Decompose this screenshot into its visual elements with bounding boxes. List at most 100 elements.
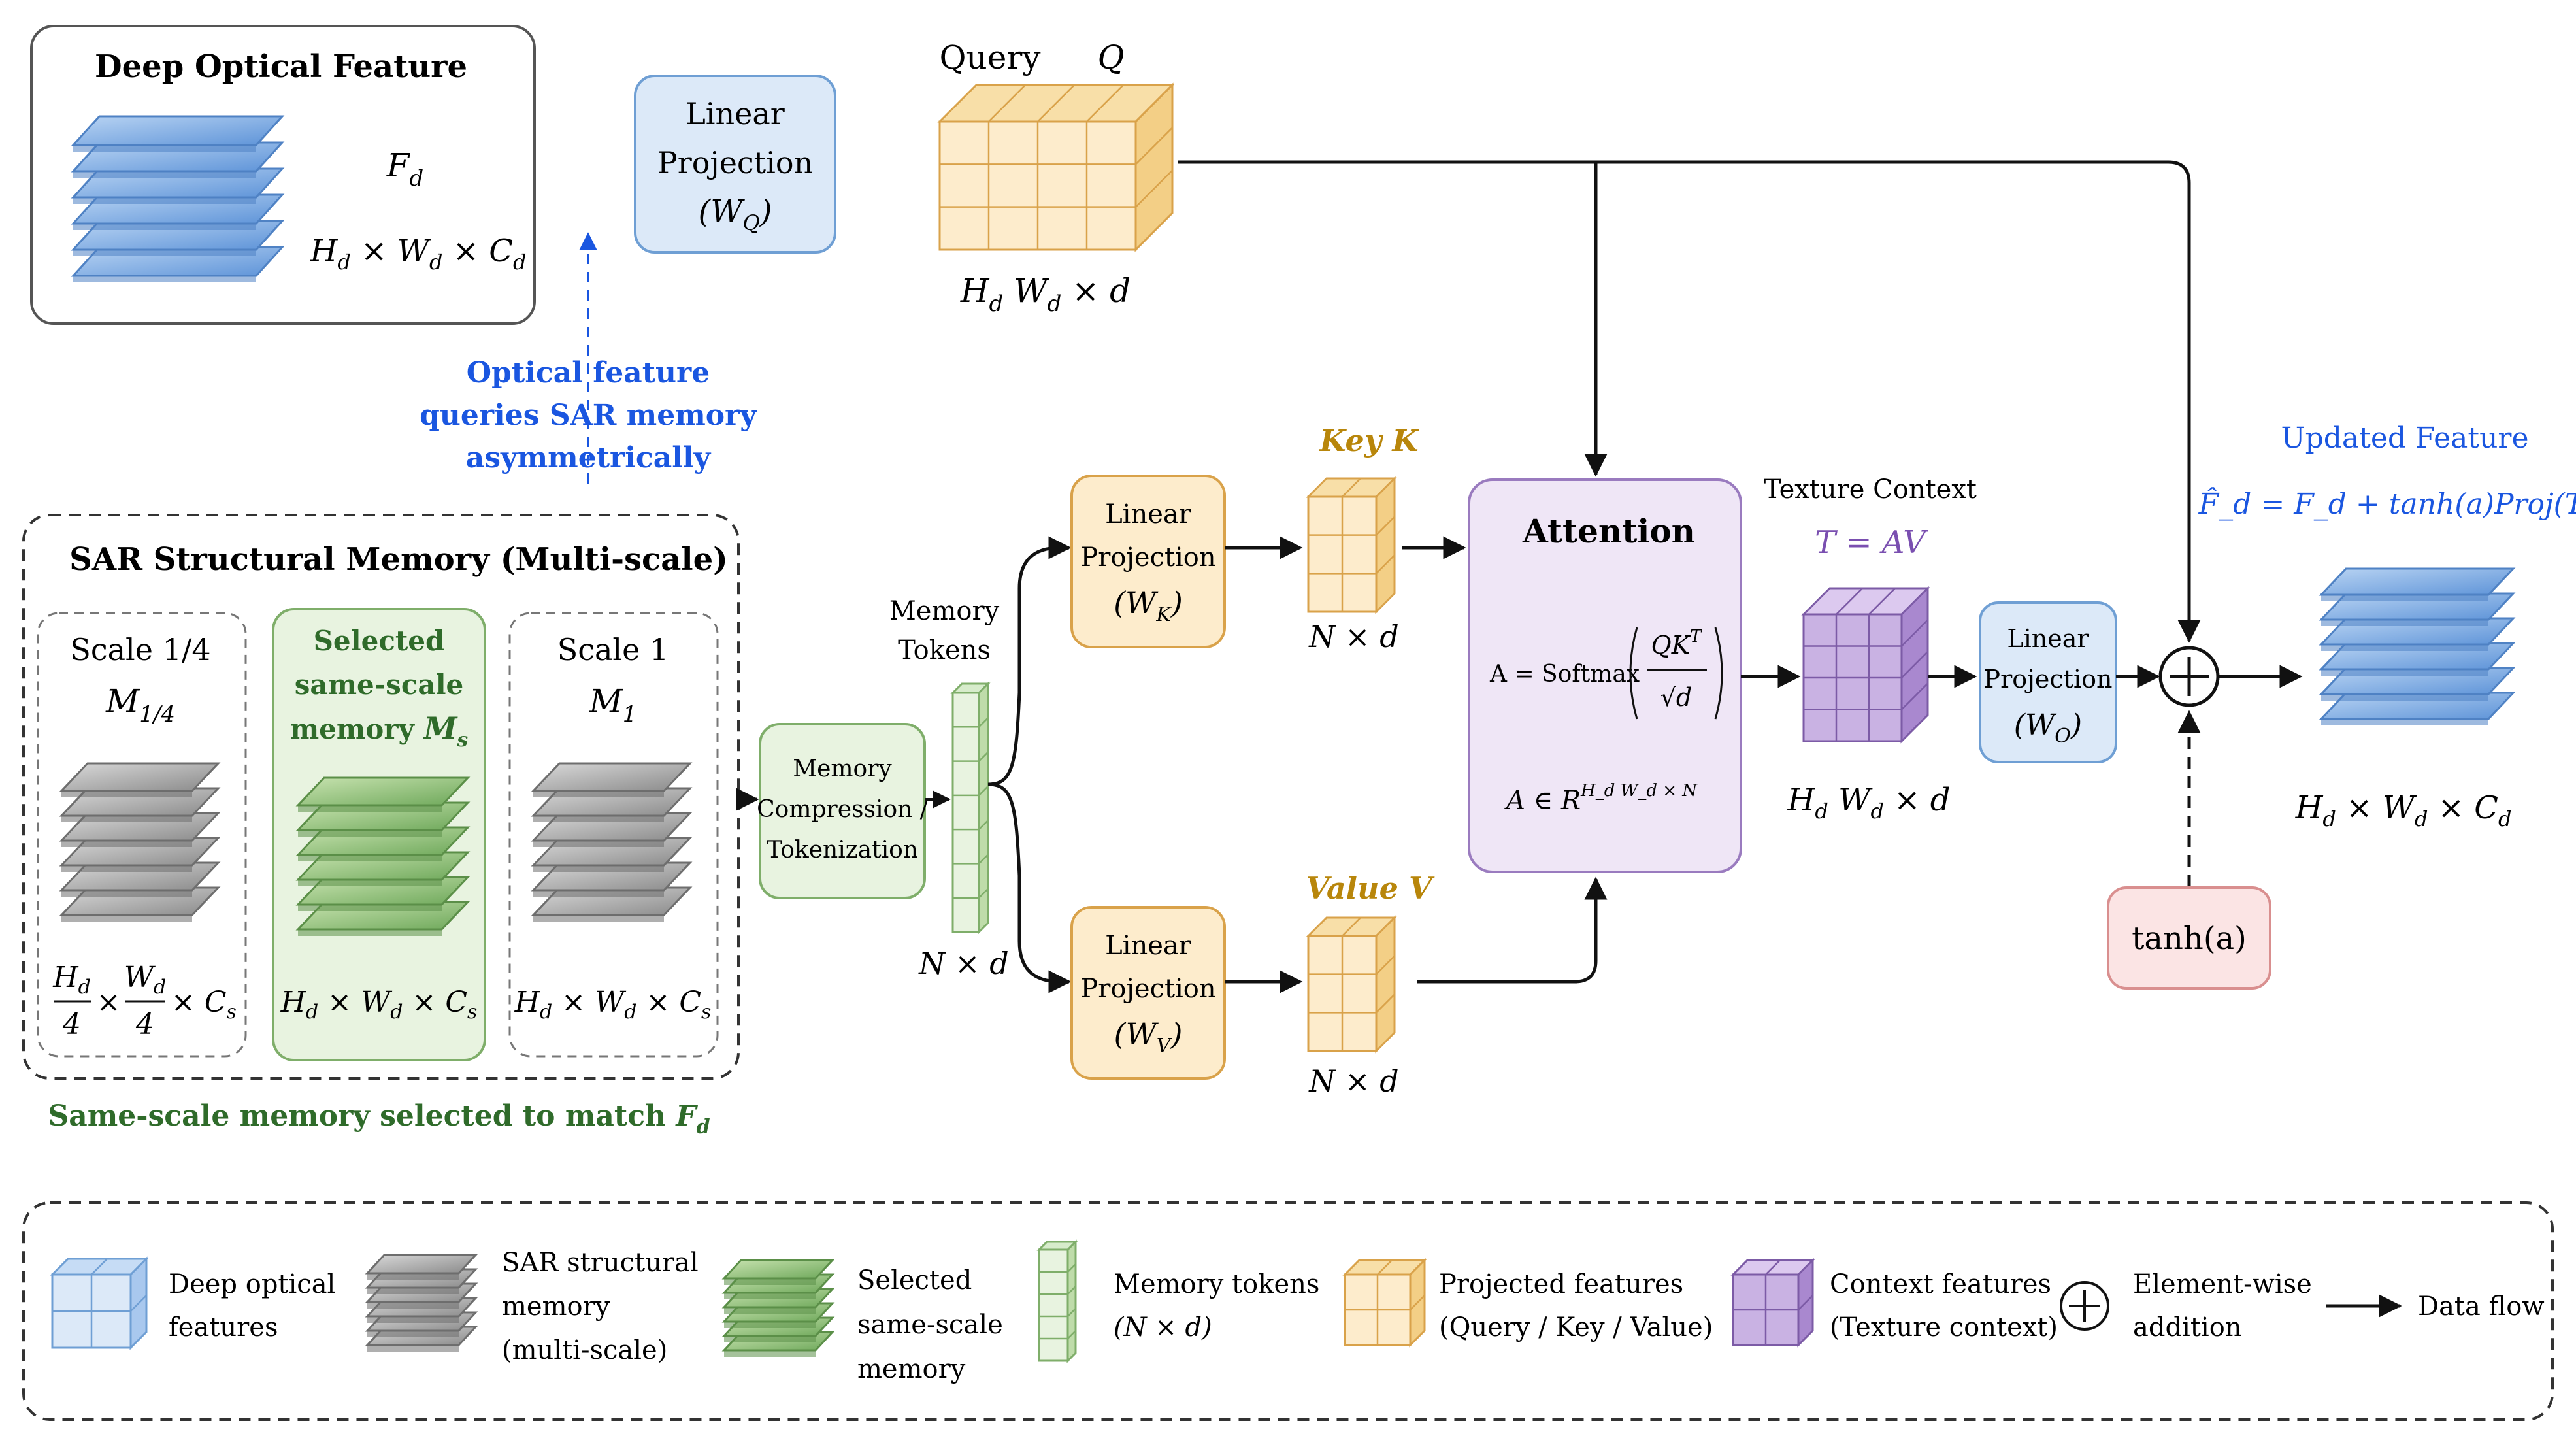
stack-sheet [295, 776, 471, 807]
optical-feature-stack-icon [71, 115, 285, 282]
stack-sheet-edge [724, 1307, 816, 1314]
proj-q-line2: Projection [657, 145, 813, 180]
stack-sheet-edge [724, 1278, 816, 1285]
cube-grid [1410, 1295, 1425, 1310]
cube-grid [1901, 682, 1928, 710]
svg-text:Query: Query [940, 39, 1042, 76]
svg-text:Projection: Projection [1080, 542, 1215, 573]
legend-token-icon [1036, 1239, 1078, 1363]
stack-sheet-edge [367, 1316, 459, 1323]
stack-sheet-edge [61, 791, 192, 797]
stack-sheet-edge [61, 865, 192, 872]
stack-sheet-edge [298, 805, 442, 812]
stack-sheet-edge [367, 1288, 459, 1294]
stack-sheet-edge [2321, 694, 2488, 701]
stack-sheet-edge [61, 816, 192, 822]
stack-sheet-edge [61, 890, 192, 897]
svg-text:(WK): (WK) [1114, 585, 1183, 626]
deep-optical-feature-panel: Deep Optical Feature Fd Hd × Wd × Cd [30, 25, 536, 325]
legend-sar-stack-icon [365, 1254, 478, 1352]
cube-side [978, 681, 989, 935]
tokens-line1: Memory [889, 596, 1000, 626]
svg-text:Q: Q [1098, 39, 1125, 76]
legend-projected-line2: (Query / Key / Value) [1439, 1312, 1713, 1342]
svg-text:4: 4 [135, 1008, 154, 1041]
legend-flow-line1: Data flow [2418, 1292, 2545, 1322]
stack-sheet [2319, 567, 2516, 596]
cube-grid [1135, 169, 1173, 208]
legend-optical-cube-icon [50, 1256, 149, 1350]
legend-sar-line3: (multi-scale) [502, 1335, 667, 1365]
svg-text:Compression /: Compression / [757, 796, 929, 823]
scale-one-dims: Hd × Wd × Cs [514, 986, 712, 1024]
legend-sar-line2: memory [502, 1292, 610, 1322]
stack-sheet-edge [367, 1331, 459, 1337]
tokens-line2: Tokens [898, 635, 991, 665]
updated-formula: F̂_d = F_d + tanh(a)Proj(T) [2198, 486, 2576, 521]
legend-deep-optical-line2: features [169, 1312, 278, 1342]
legend-projected-line1: Projected features [1439, 1269, 1683, 1299]
updated-feature-stack-icon [2319, 567, 2516, 725]
texture-context-cube-icon [1801, 586, 1930, 744]
svg-text:4: 4 [62, 1008, 81, 1041]
query-dims: Hd Wd × d [960, 272, 1131, 317]
cube-grid [988, 84, 1026, 122]
memory-tokens-icon [950, 681, 991, 935]
proj-q-weight: (WQ) [698, 193, 772, 235]
stack-sheet-edge [367, 1273, 459, 1280]
cube-grid [1901, 619, 1928, 647]
stack-sheet-edge [2321, 669, 2488, 676]
cube-grid [1067, 1330, 1076, 1339]
stack-sheet [531, 762, 693, 792]
stack-sheet-edge [61, 841, 192, 847]
linear-projection-k-box: Linear Projection (WK) [1070, 475, 1226, 648]
tanh-gate-box: tanh(a) [2107, 886, 2271, 990]
stack-sheet-edge [724, 1293, 816, 1299]
svg-text:Linear: Linear [1105, 499, 1192, 529]
stack-sheet [365, 1254, 478, 1275]
query-cube-icon [937, 82, 1175, 252]
svg-text:Projection: Projection [1080, 974, 1215, 1004]
cube-grid [1067, 1286, 1076, 1295]
cube-grid [130, 1295, 147, 1312]
memory-compression-box: Memory Compression / Tokenization [757, 723, 929, 899]
legend-sar-line1: SAR structural [502, 1248, 699, 1278]
cube-grid [1086, 84, 1124, 122]
scale-quarter-name: Scale 1/4 [70, 632, 210, 667]
updated-label: Updated Feature [2281, 422, 2528, 455]
stack-sheet-edge [533, 890, 664, 897]
svg-text:Tokenization: Tokenization [767, 837, 918, 863]
legend-sum-line2: addition [2133, 1312, 2242, 1342]
svg-text:Linear: Linear [2007, 624, 2089, 653]
legend-sum-icon [2060, 1281, 2109, 1331]
legend-tokens-line1: Memory tokens [1114, 1269, 1319, 1299]
legend-projected-cube-icon [1342, 1258, 1427, 1348]
stack-sheet-edge [298, 880, 442, 886]
stack-sheet-edge [73, 250, 256, 256]
attention-box: Attention A = Softmax QKT √d A ∈ RH_d W_… [1468, 478, 1742, 873]
attention-domain: A ∈ RH_d W_d × N [1504, 781, 1698, 816]
cube-side [1375, 476, 1396, 614]
stack-sheet [71, 115, 285, 146]
optical-dims: Hd × Wd × Cd [310, 233, 527, 275]
cube-grid [978, 785, 989, 796]
legend-context-line1: Context features [1830, 1269, 2051, 1299]
stack-sheet-edge [73, 197, 256, 204]
selected-line3: memory Ms [290, 710, 469, 752]
svg-text:Memory: Memory [793, 756, 892, 782]
cube-side [1375, 915, 1396, 1054]
texture-dims: Hd Wd × d [1787, 782, 1951, 824]
stack-sheet-edge [2321, 644, 2488, 651]
sar-caption: Same-scale memory selected to match Fd [48, 1099, 710, 1139]
cube-grid [978, 751, 989, 762]
selected-memory-stack-icon [295, 776, 471, 936]
cube-grid [978, 820, 989, 831]
query-to-sum-arrow [1178, 160, 2201, 643]
stack-sheet-edge [2321, 595, 2488, 601]
texture-formula: T = AV [1815, 524, 1928, 561]
stack-sheet-edge [533, 865, 664, 872]
legend-panel: Deep optical features SAR structural mem… [22, 1201, 2554, 1421]
element-wise-sum-node [2158, 646, 2220, 707]
tokens-to-key-arrow [987, 536, 1072, 786]
